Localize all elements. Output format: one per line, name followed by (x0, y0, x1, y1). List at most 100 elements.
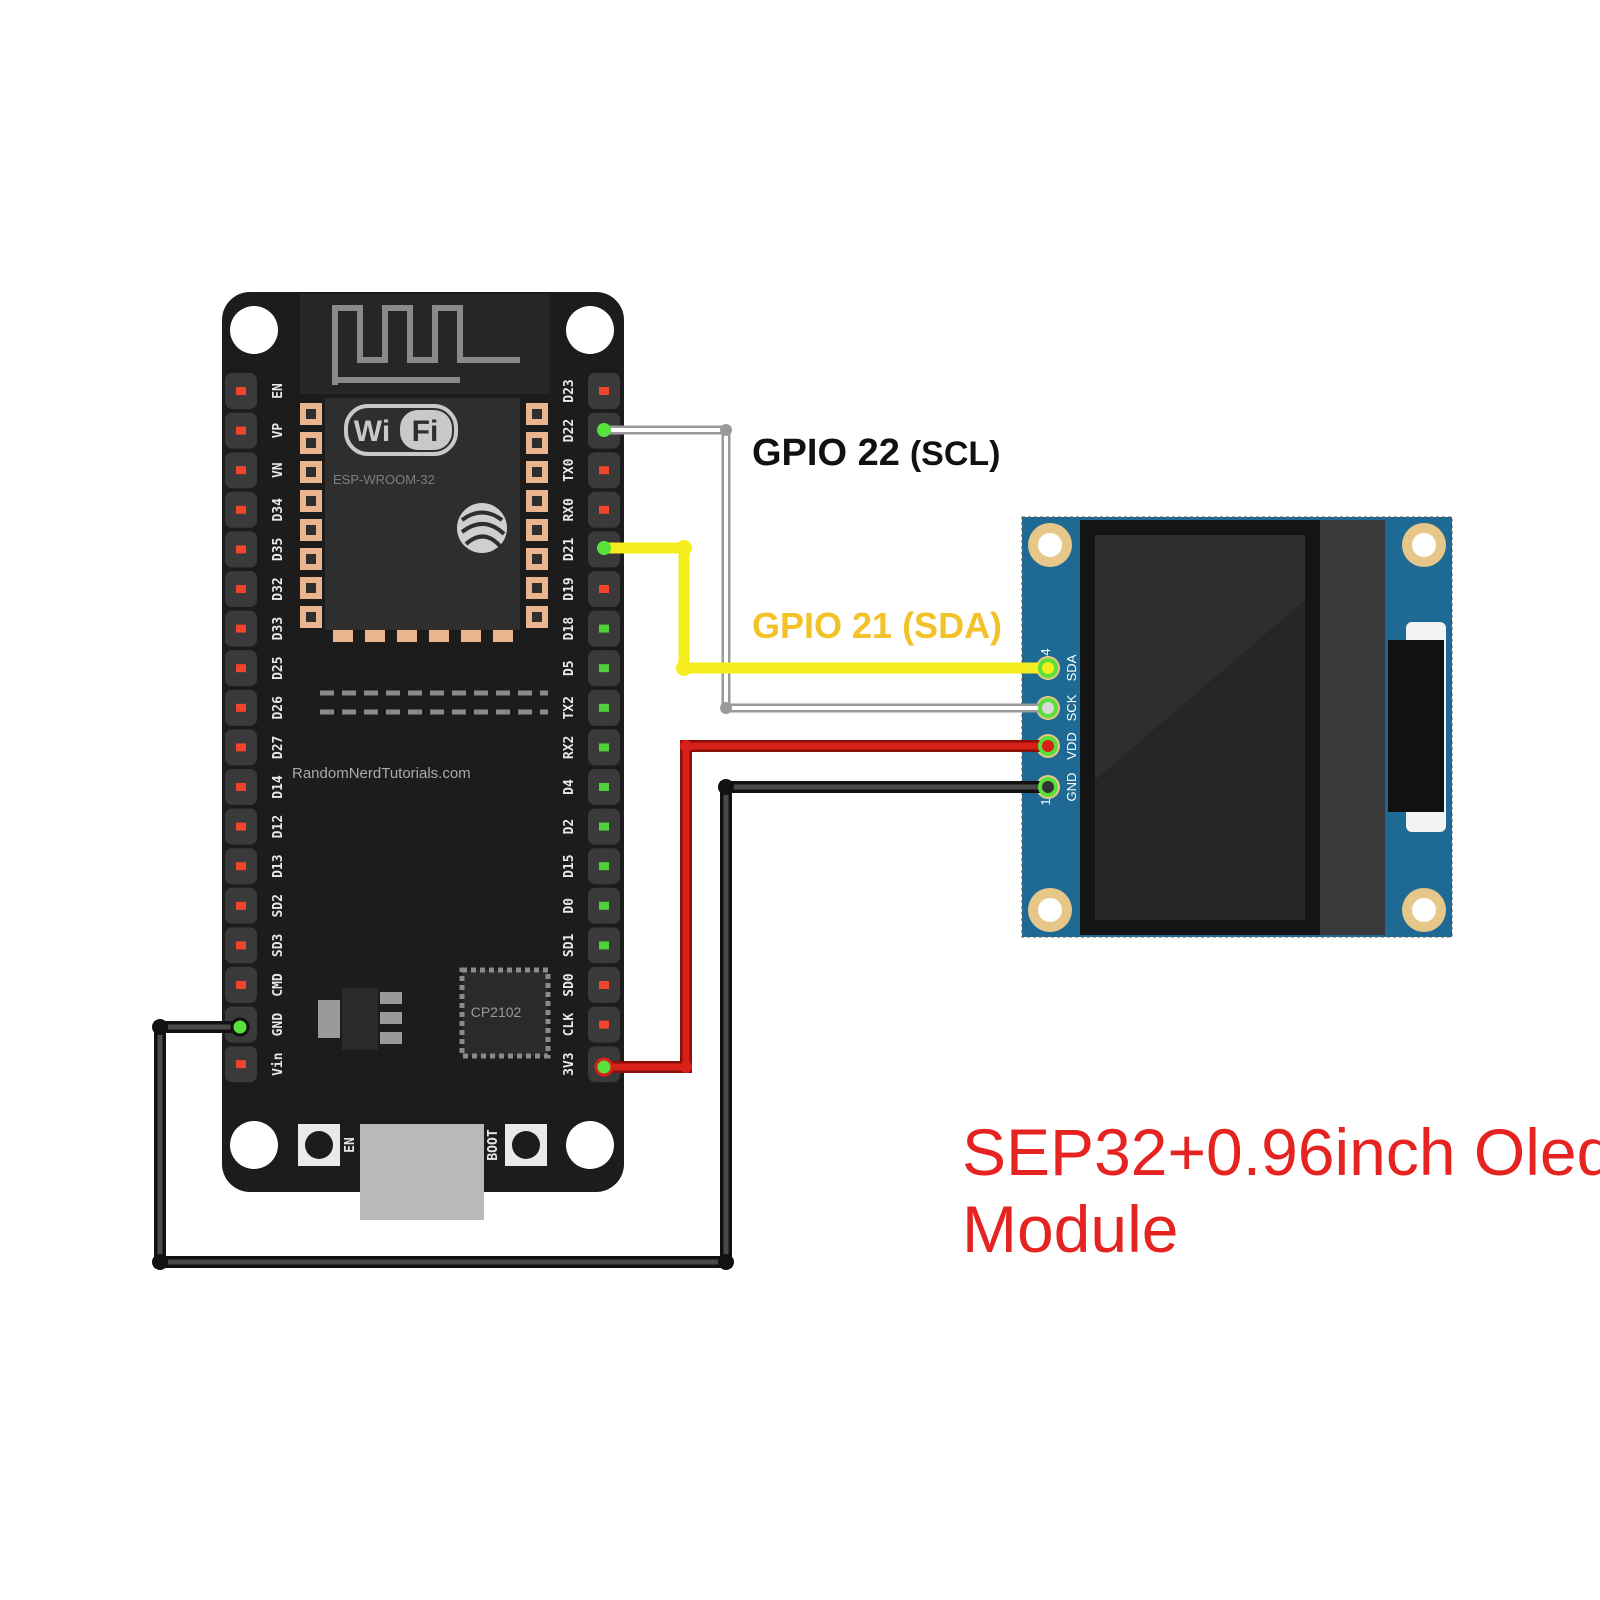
wires (152, 423, 1048, 1270)
antenna-icon (300, 294, 550, 394)
sda-wire (604, 542, 1048, 674)
oled-pin-label-vdd: VDD (1064, 732, 1079, 759)
pin-label-d18: D18 (562, 617, 577, 641)
pin-d18 (588, 610, 620, 647)
scl-label-main: GPIO 22 (752, 432, 900, 474)
pin-label-d26: D26 (271, 696, 286, 720)
voltage-regulator (318, 988, 402, 1050)
boot-button-label: BOOT (486, 1129, 501, 1160)
sda-label: GPIO 21 (SDA) (752, 605, 1002, 646)
wifi-logo: Wi Fi (344, 404, 458, 456)
wifi-text-right: Fi (412, 415, 439, 448)
pin-sd2 (225, 887, 257, 924)
oled-pin-label-sda: SDA (1064, 654, 1079, 681)
pin-d5 (588, 650, 620, 687)
pin-d23 (588, 373, 620, 409)
pin-label-d13: D13 (271, 854, 286, 877)
oled-pin-number-4: 4 (1038, 648, 1053, 655)
oled-ribbon-cable (1388, 640, 1444, 812)
pin-rx2 (588, 729, 620, 766)
pin-label-sd1: SD1 (562, 933, 577, 957)
pin-label-rx0: RX0 (562, 498, 577, 522)
pin-label-d23: D23 (562, 379, 577, 402)
scl-label: GPIO 22 (SCL) (752, 432, 1001, 474)
3v3-connection-dot (594, 1057, 614, 1077)
mounting-hole (230, 1121, 278, 1169)
pin-d13 (225, 848, 257, 885)
pin-label-d5: D5 (562, 660, 577, 676)
mounting-hole (230, 306, 278, 354)
en-button[interactable] (298, 1124, 340, 1166)
usb-connector (360, 1124, 484, 1220)
pin-label-d27: D27 (271, 736, 286, 759)
pin-label-sd3: SD3 (271, 934, 286, 957)
oled-pin-dot-gnd (1038, 777, 1058, 797)
oled-mounting-hole (1028, 888, 1072, 932)
oled-pin-dots (1038, 658, 1058, 797)
pin-clk (588, 1006, 620, 1043)
pin-d15 (588, 848, 620, 885)
pin-label-d33: D33 (271, 617, 286, 640)
scl-label-paren: (SCL) (910, 435, 1001, 473)
pin-d32 (225, 571, 257, 607)
pin-label-d19: D19 (562, 577, 577, 600)
oled-pin-dot-vdd (1038, 736, 1058, 756)
pin-label-d0: D0 (562, 898, 577, 914)
pin-label-d34: D34 (271, 498, 286, 522)
pin-d14 (225, 769, 257, 805)
pin-label-cmd: CMD (271, 973, 286, 997)
pin-label-d4: D4 (562, 779, 577, 795)
pin-tx0 (588, 452, 620, 489)
pin-en (225, 373, 257, 409)
pin-vp (225, 412, 257, 449)
left-pin-labels: ENVPVND34D35D32D33D25D26D27D14D12D13SD2S… (271, 383, 286, 1076)
pin-sd0 (588, 967, 620, 1003)
pin-rx0 (588, 491, 620, 528)
pin-d35 (225, 531, 257, 568)
caption-line-2: Module (962, 1192, 1178, 1266)
pin-d2 (588, 808, 620, 845)
pin-d12 (225, 808, 257, 845)
pin-d27 (225, 729, 257, 766)
wifi-text-left: Wi (354, 415, 390, 448)
vcc-wire (604, 740, 1048, 1073)
chip-label: CP2102 (471, 1004, 522, 1020)
mounting-hole (566, 306, 614, 354)
pin-label-d25: D25 (271, 656, 286, 679)
pin-label-vp: VP (271, 423, 286, 439)
oled-pin-label-gnd: GND (1064, 773, 1079, 802)
pin-label-vn: VN (271, 462, 286, 478)
pin-label-3v3: 3V3 (562, 1052, 577, 1075)
pin-label-tx2: TX2 (562, 696, 577, 719)
pin-d25 (225, 650, 257, 687)
pin-label-d22: D22 (562, 419, 577, 442)
pin-sd3 (225, 927, 257, 964)
pin-tx2 (588, 689, 620, 726)
pin-label-en: EN (271, 383, 286, 399)
oled-pin-dot-sck (1038, 698, 1058, 718)
pin-d33 (225, 610, 257, 647)
pin-label-vin: Vin (271, 1052, 286, 1075)
oled-mounting-hole (1028, 523, 1072, 567)
esp32-board: Wi Fi ESP-WROOM-32 RandomNerdTutorials.c… (222, 292, 624, 1220)
module-pads-bottom (333, 630, 513, 642)
pin-vn (225, 452, 257, 489)
d21-connection-dot (597, 541, 611, 555)
oled-pin-label-sck: SCK (1064, 694, 1079, 721)
module-label: ESP-WROOM-32 (333, 472, 435, 487)
pin-label-clk: CLK (562, 1013, 577, 1037)
pin-sd1 (588, 927, 620, 964)
pin-label-d12: D12 (271, 815, 286, 838)
website-label: RandomNerdTutorials.com (292, 765, 471, 782)
right-pin-labels: D23D22TX0RX0D21D19D18D5TX2RX2D4D2D15D0SD… (562, 379, 577, 1076)
en-button-label: EN (343, 1137, 358, 1153)
pin-label-d35: D35 (271, 538, 286, 561)
pin-d4 (588, 769, 620, 805)
pin-label-d32: D32 (271, 577, 286, 600)
espressif-logo-icon (457, 503, 507, 553)
cp2102-chip: CP2102 (459, 967, 551, 1059)
mounting-hole (566, 1121, 614, 1169)
boot-button[interactable] (505, 1124, 547, 1166)
pin-d0 (588, 887, 620, 924)
